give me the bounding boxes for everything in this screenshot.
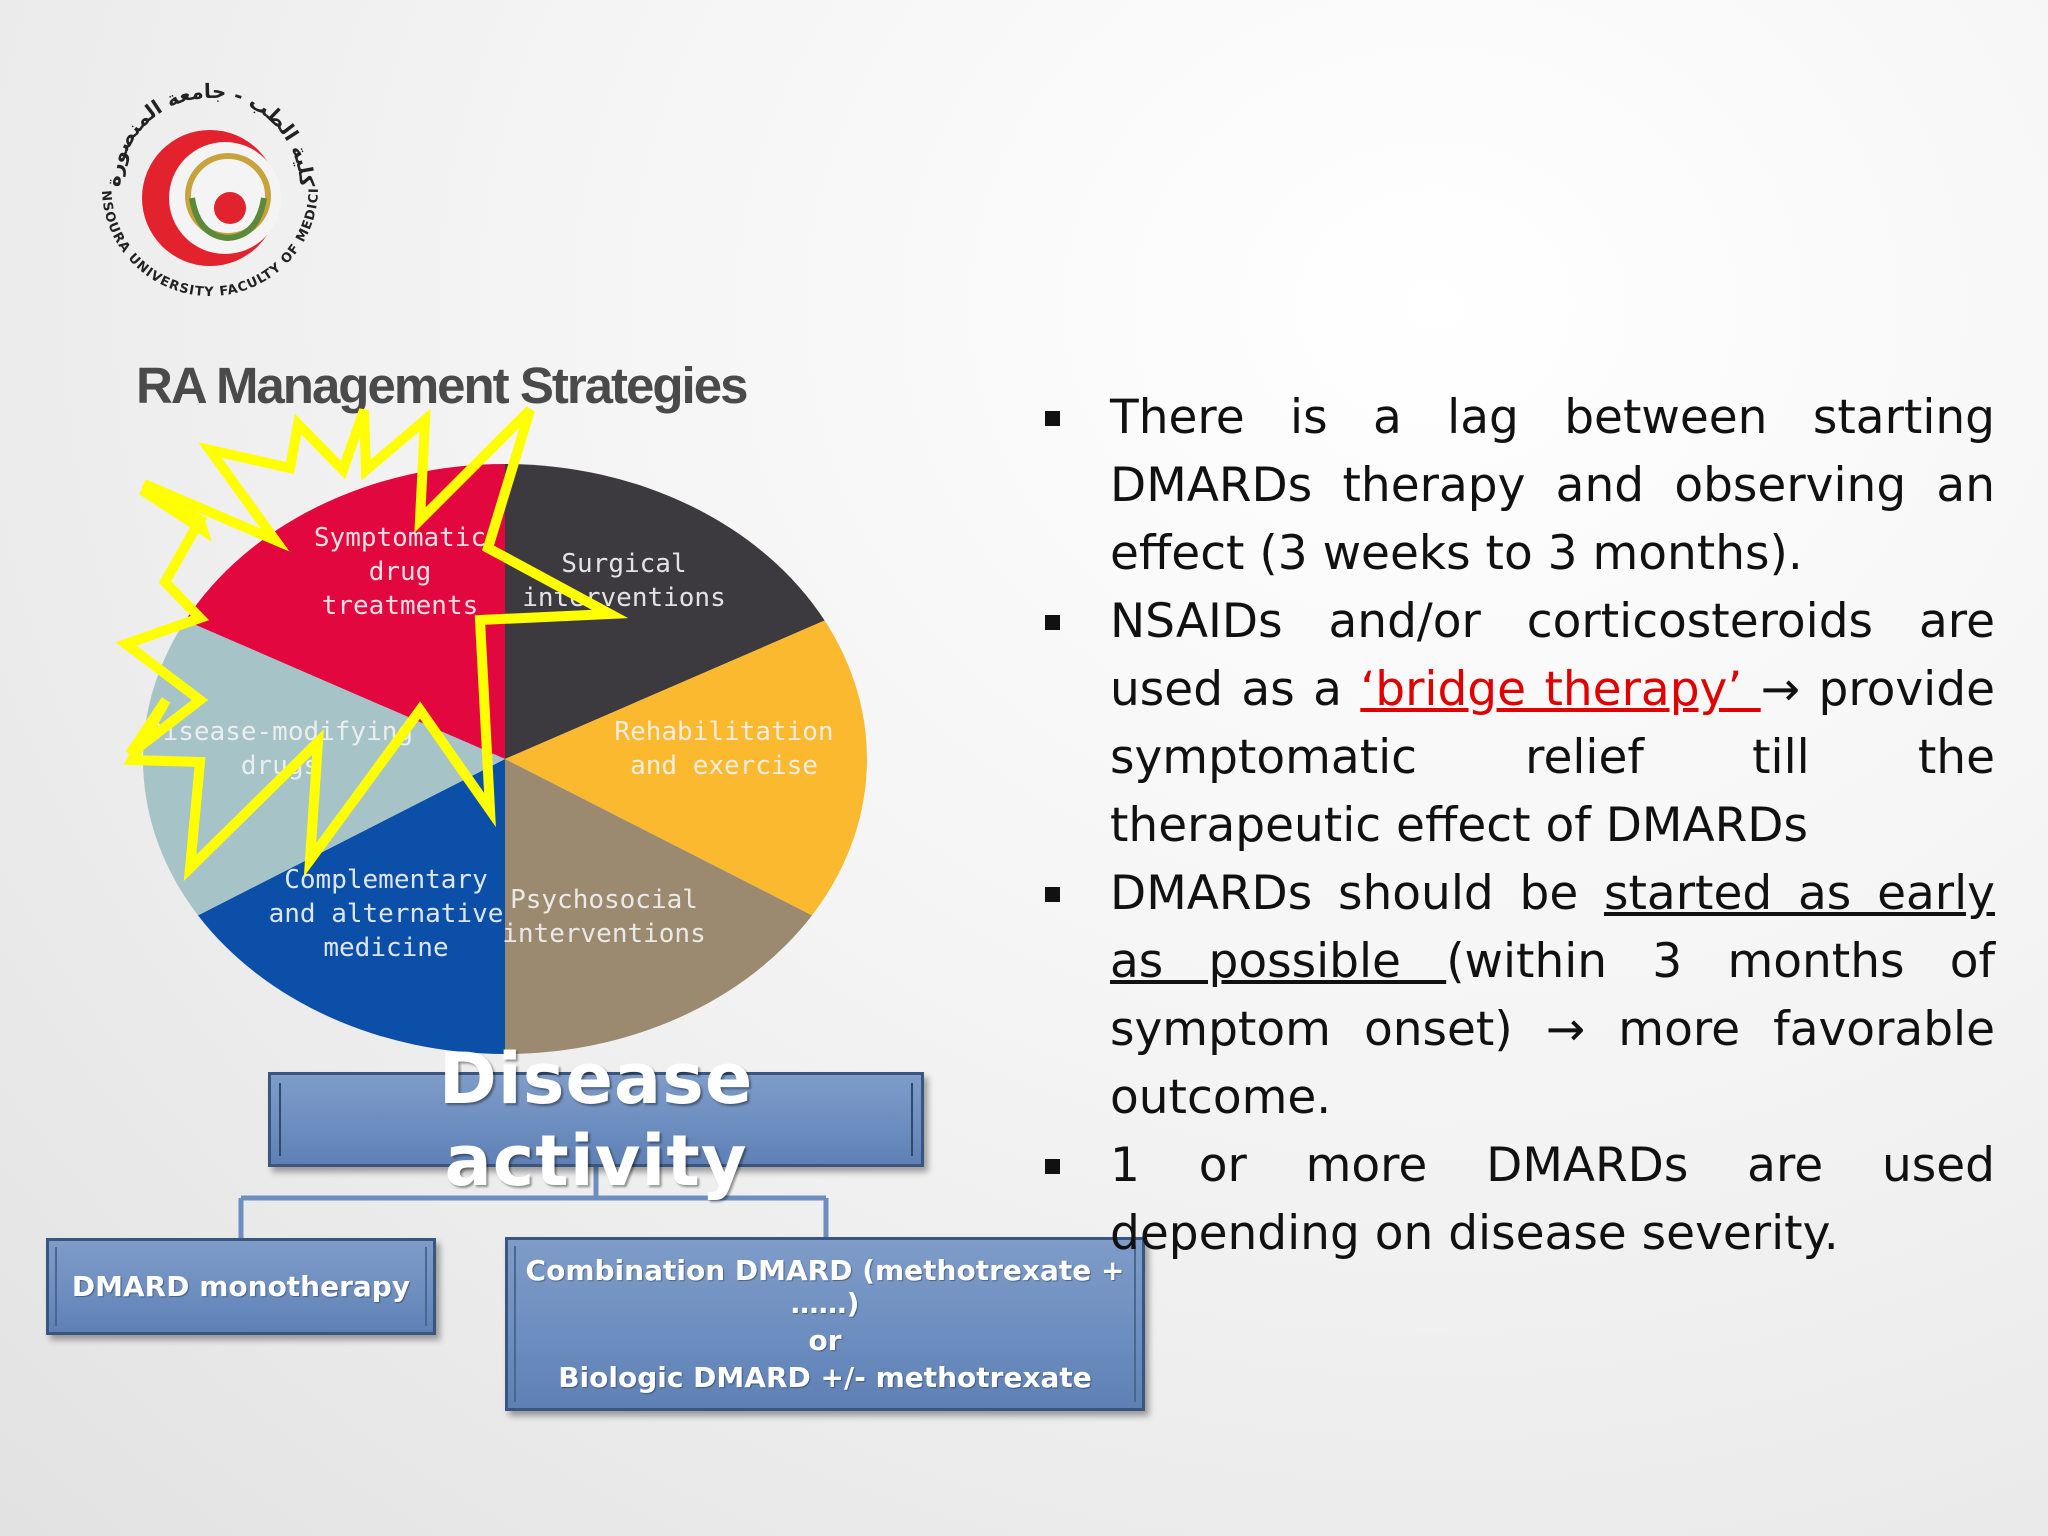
arrow-icon: →	[1760, 662, 1801, 717]
pie-slice	[143, 620, 505, 916]
combination-dmard-box: Combination DMARD (methotrexate + ……) or…	[505, 1237, 1145, 1411]
combination-dmard-line3: Biologic DMARD +/- methotrexate	[558, 1361, 1092, 1394]
pie-slice	[505, 759, 812, 1054]
bullet-bridge-text-a: NSAIDs and/or corticosteroids are used a…	[1110, 594, 1995, 717]
bridge-therapy-term: ‘bridge therapy’	[1360, 662, 1761, 717]
combination-dmard-or: or	[808, 1324, 842, 1357]
bullet-lag: There is a lag between starting DMARDs t…	[1040, 384, 1995, 588]
pie-slice	[185, 464, 505, 759]
pie-slice	[505, 620, 868, 916]
dmard-monotherapy-label: DMARD monotherapy	[71, 1270, 411, 1303]
bullet-early-text-b: (within 3 months of symptom onset)	[1110, 934, 1996, 1057]
highlight-starburst	[115, 406, 629, 882]
pie-slice	[198, 759, 505, 1054]
bullet-severity-text: 1 or more DMARDs are used depending on d…	[1110, 1138, 1995, 1261]
mansoura-faculty-logo: كلية الطب - جامعة المنصورة MANSOURA UNIV…	[80, 58, 321, 300]
bullet-early: DMARDs should be started as early as pos…	[1040, 860, 1995, 1132]
bullet-early-text-a: DMARDs should be	[1110, 866, 1605, 921]
bullet-bridge: NSAIDs and/or corticosteroids are used a…	[1040, 588, 1995, 860]
early-start-term: started as early as possible	[1110, 866, 1995, 989]
bullet-lag-text: There is a lag between starting DMARDs t…	[1110, 390, 1995, 581]
bullet-bridge-text-b: provide symptomatic relief till the ther…	[1110, 662, 1995, 853]
bullet-severity: 1 or more DMARDs are used depending on d…	[1040, 1132, 1995, 1268]
dmard-monotherapy-box: DMARD monotherapy	[46, 1238, 436, 1335]
pie-slice	[505, 464, 825, 759]
combination-dmard-line1: Combination DMARD (methotrexate + ……)	[525, 1254, 1125, 1320]
wreath-icon	[189, 197, 267, 242]
arrow-icon: →	[1545, 1002, 1586, 1057]
bullet-list: There is a lag between starting DMARDs t…	[1040, 384, 1995, 1268]
bullet-early-text-c: more favorable outcome.	[1110, 1002, 1995, 1125]
disease-activity-label: Disease activity	[279, 1038, 913, 1202]
pie-chart-title: RA Management Strategies	[136, 357, 748, 414]
disease-activity-box: Disease activity	[268, 1038, 924, 1202]
red-sun-icon	[214, 192, 246, 224]
